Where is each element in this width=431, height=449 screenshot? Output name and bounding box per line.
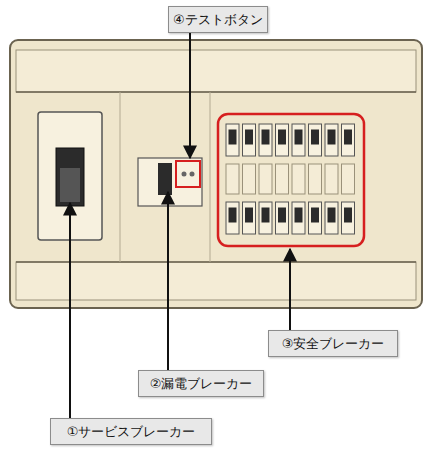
branch-breaker-switch <box>262 208 269 222</box>
panel-body <box>10 40 422 308</box>
branch-breaker <box>276 202 289 234</box>
leader-arrow <box>289 249 291 330</box>
test-button-highlight <box>176 161 200 187</box>
branch-breaker-switch <box>279 208 286 222</box>
panel-divider <box>120 92 121 262</box>
circuit-label-slot <box>325 164 338 194</box>
branch-breaker-highlight <box>218 114 364 246</box>
branch-breaker <box>243 202 256 234</box>
branch-breaker-switch <box>328 130 335 144</box>
branch-breaker <box>243 124 256 156</box>
circuit-label-slot <box>342 164 355 194</box>
branch-breaker <box>292 124 305 156</box>
callout-text: ③安全ブレーカー <box>282 335 385 353</box>
circuit-label-slot <box>276 164 289 194</box>
branch-breaker-switch <box>312 208 319 222</box>
circuit-label-slot <box>259 164 272 194</box>
callout-label: ③安全ブレーカー <box>268 330 398 357</box>
branch-breaker-switch <box>295 130 302 144</box>
branch-breaker-switch <box>279 130 286 144</box>
panel-divider <box>210 92 211 262</box>
branch-breaker-switch <box>345 130 352 144</box>
branch-breaker <box>342 124 355 156</box>
branch-breaker-switch <box>312 130 319 144</box>
leakage-breaker <box>138 158 202 206</box>
panel-bottom-band <box>16 262 416 300</box>
circuit-label-slot <box>243 164 256 194</box>
callout-text: ①サービスブレーカー <box>67 423 196 441</box>
branch-breaker-switch <box>295 208 302 222</box>
circuit-label-slot <box>226 164 239 194</box>
branch-breaker-switch <box>246 208 253 222</box>
circuit-label-slot <box>309 164 322 194</box>
service-breaker-lever <box>60 168 80 202</box>
branch-breaker-switch <box>229 130 236 144</box>
callout-text: ④テストボタン <box>173 11 263 29</box>
test-button <box>190 172 195 177</box>
branch-breaker <box>259 124 272 156</box>
branch-breaker <box>325 202 338 234</box>
leakage-breaker-switch <box>158 163 172 195</box>
branch-breaker <box>276 124 289 156</box>
branch-breaker <box>259 202 272 234</box>
branch-breaker-switch <box>328 208 335 222</box>
circuit-label-slot <box>292 164 305 194</box>
test-button <box>182 172 187 177</box>
leader-arrow <box>69 203 71 418</box>
leader-arrow <box>189 33 191 158</box>
callout-text: ②漏電ブレーカー <box>150 375 253 393</box>
branch-breaker <box>309 202 322 234</box>
branch-breaker-switch <box>229 208 236 222</box>
branch-breaker-switch <box>345 208 352 222</box>
branch-breaker <box>309 124 322 156</box>
panel-edge <box>16 261 416 263</box>
panel-top-band <box>16 50 416 92</box>
branch-breaker <box>226 124 239 156</box>
leader-arrow <box>167 192 169 370</box>
service-breaker-switch <box>56 148 84 206</box>
branch-breaker <box>226 202 239 234</box>
branch-breaker <box>292 202 305 234</box>
callout-label: ④テストボタン <box>168 6 268 33</box>
callout-label: ①サービスブレーカー <box>50 418 212 445</box>
callout-label: ②漏電ブレーカー <box>138 370 264 397</box>
branch-breaker-switch <box>246 130 253 144</box>
panel-edge <box>16 91 416 93</box>
branch-breaker <box>342 202 355 234</box>
branch-breaker <box>325 124 338 156</box>
branch-breaker-switch <box>262 130 269 144</box>
branch-breakers <box>226 124 355 234</box>
